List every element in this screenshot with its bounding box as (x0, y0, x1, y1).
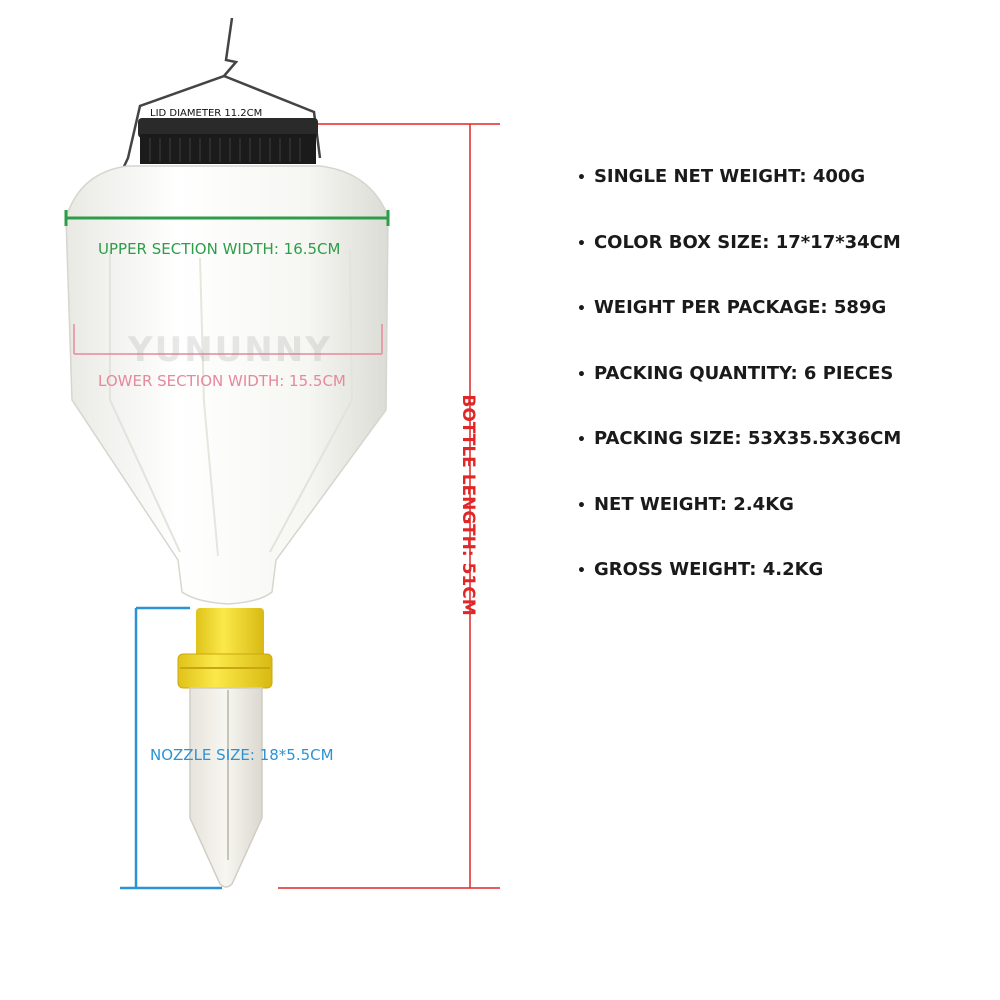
spec-item: • NET WEIGHT: 2.4KG (577, 494, 901, 560)
bullet-icon: • (577, 366, 586, 383)
brand-watermark: YUNUNNY (128, 330, 332, 370)
bullet-icon: • (577, 170, 586, 186)
spec-item: • COLOR BOX SIZE: 17*17*34CM (577, 232, 901, 298)
spec-text: WEIGHT PER PACKAGE: 589G (593, 297, 887, 318)
spec-item: • SINGLE NET WEIGHT: 400G (577, 166, 901, 232)
bullet-icon: • (577, 235, 586, 252)
spec-text: PACKING SIZE: 53X35.5X36CM (593, 428, 902, 449)
upper-section-width-label: UPPER SECTION WIDTH: 16.5CM (98, 240, 341, 258)
bottle-length-label: BOTTLE LENGTH: 51CM (458, 394, 478, 616)
bottle-body (65, 165, 389, 605)
nozzle (189, 687, 263, 888)
nozzle-size-dimension (120, 606, 222, 890)
spec-item: • PACKING QUANTITY: 6 PIECES (577, 363, 901, 429)
lower-section-width-label: LOWER SECTION WIDTH: 15.5CM (98, 372, 346, 390)
spec-list: • SINGLE NET WEIGHT: 400G • COLOR BOX SI… (577, 166, 901, 625)
spec-item: • PACKING SIZE: 53X35.5X36CM (577, 428, 901, 494)
bullet-icon: • (577, 301, 586, 317)
bullet-icon: • (577, 563, 586, 579)
spec-text: PACKING QUANTITY: 6 PIECES (593, 362, 894, 384)
bottle-length-dimension (278, 123, 500, 889)
nozzle-size-label: NOZZLE SIZE: 18*5.5CM (150, 746, 334, 764)
spec-item: • WEIGHT PER PACKAGE: 589G (577, 297, 901, 363)
spec-text: SINGLE NET WEIGHT: 400G (593, 166, 866, 187)
bullet-icon: • (577, 432, 586, 448)
upper-width-dimension (64, 210, 390, 226)
lid (138, 118, 318, 164)
nozzle-cap (177, 608, 273, 689)
lid-diameter-label: LID DIAMETER 11.2CM (150, 108, 263, 119)
bullet-icon: • (577, 497, 586, 514)
hanging-wire-right (223, 74, 322, 159)
spec-item: • GROSS WEIGHT: 4.2KG (577, 559, 901, 625)
spec-text: COLOR BOX SIZE: 17*17*34CM (593, 231, 901, 253)
lower-width-dimension (73, 324, 383, 355)
spec-text: NET WEIGHT: 2.4KG (593, 493, 794, 515)
spec-text: GROSS WEIGHT: 4.2KG (593, 559, 824, 580)
